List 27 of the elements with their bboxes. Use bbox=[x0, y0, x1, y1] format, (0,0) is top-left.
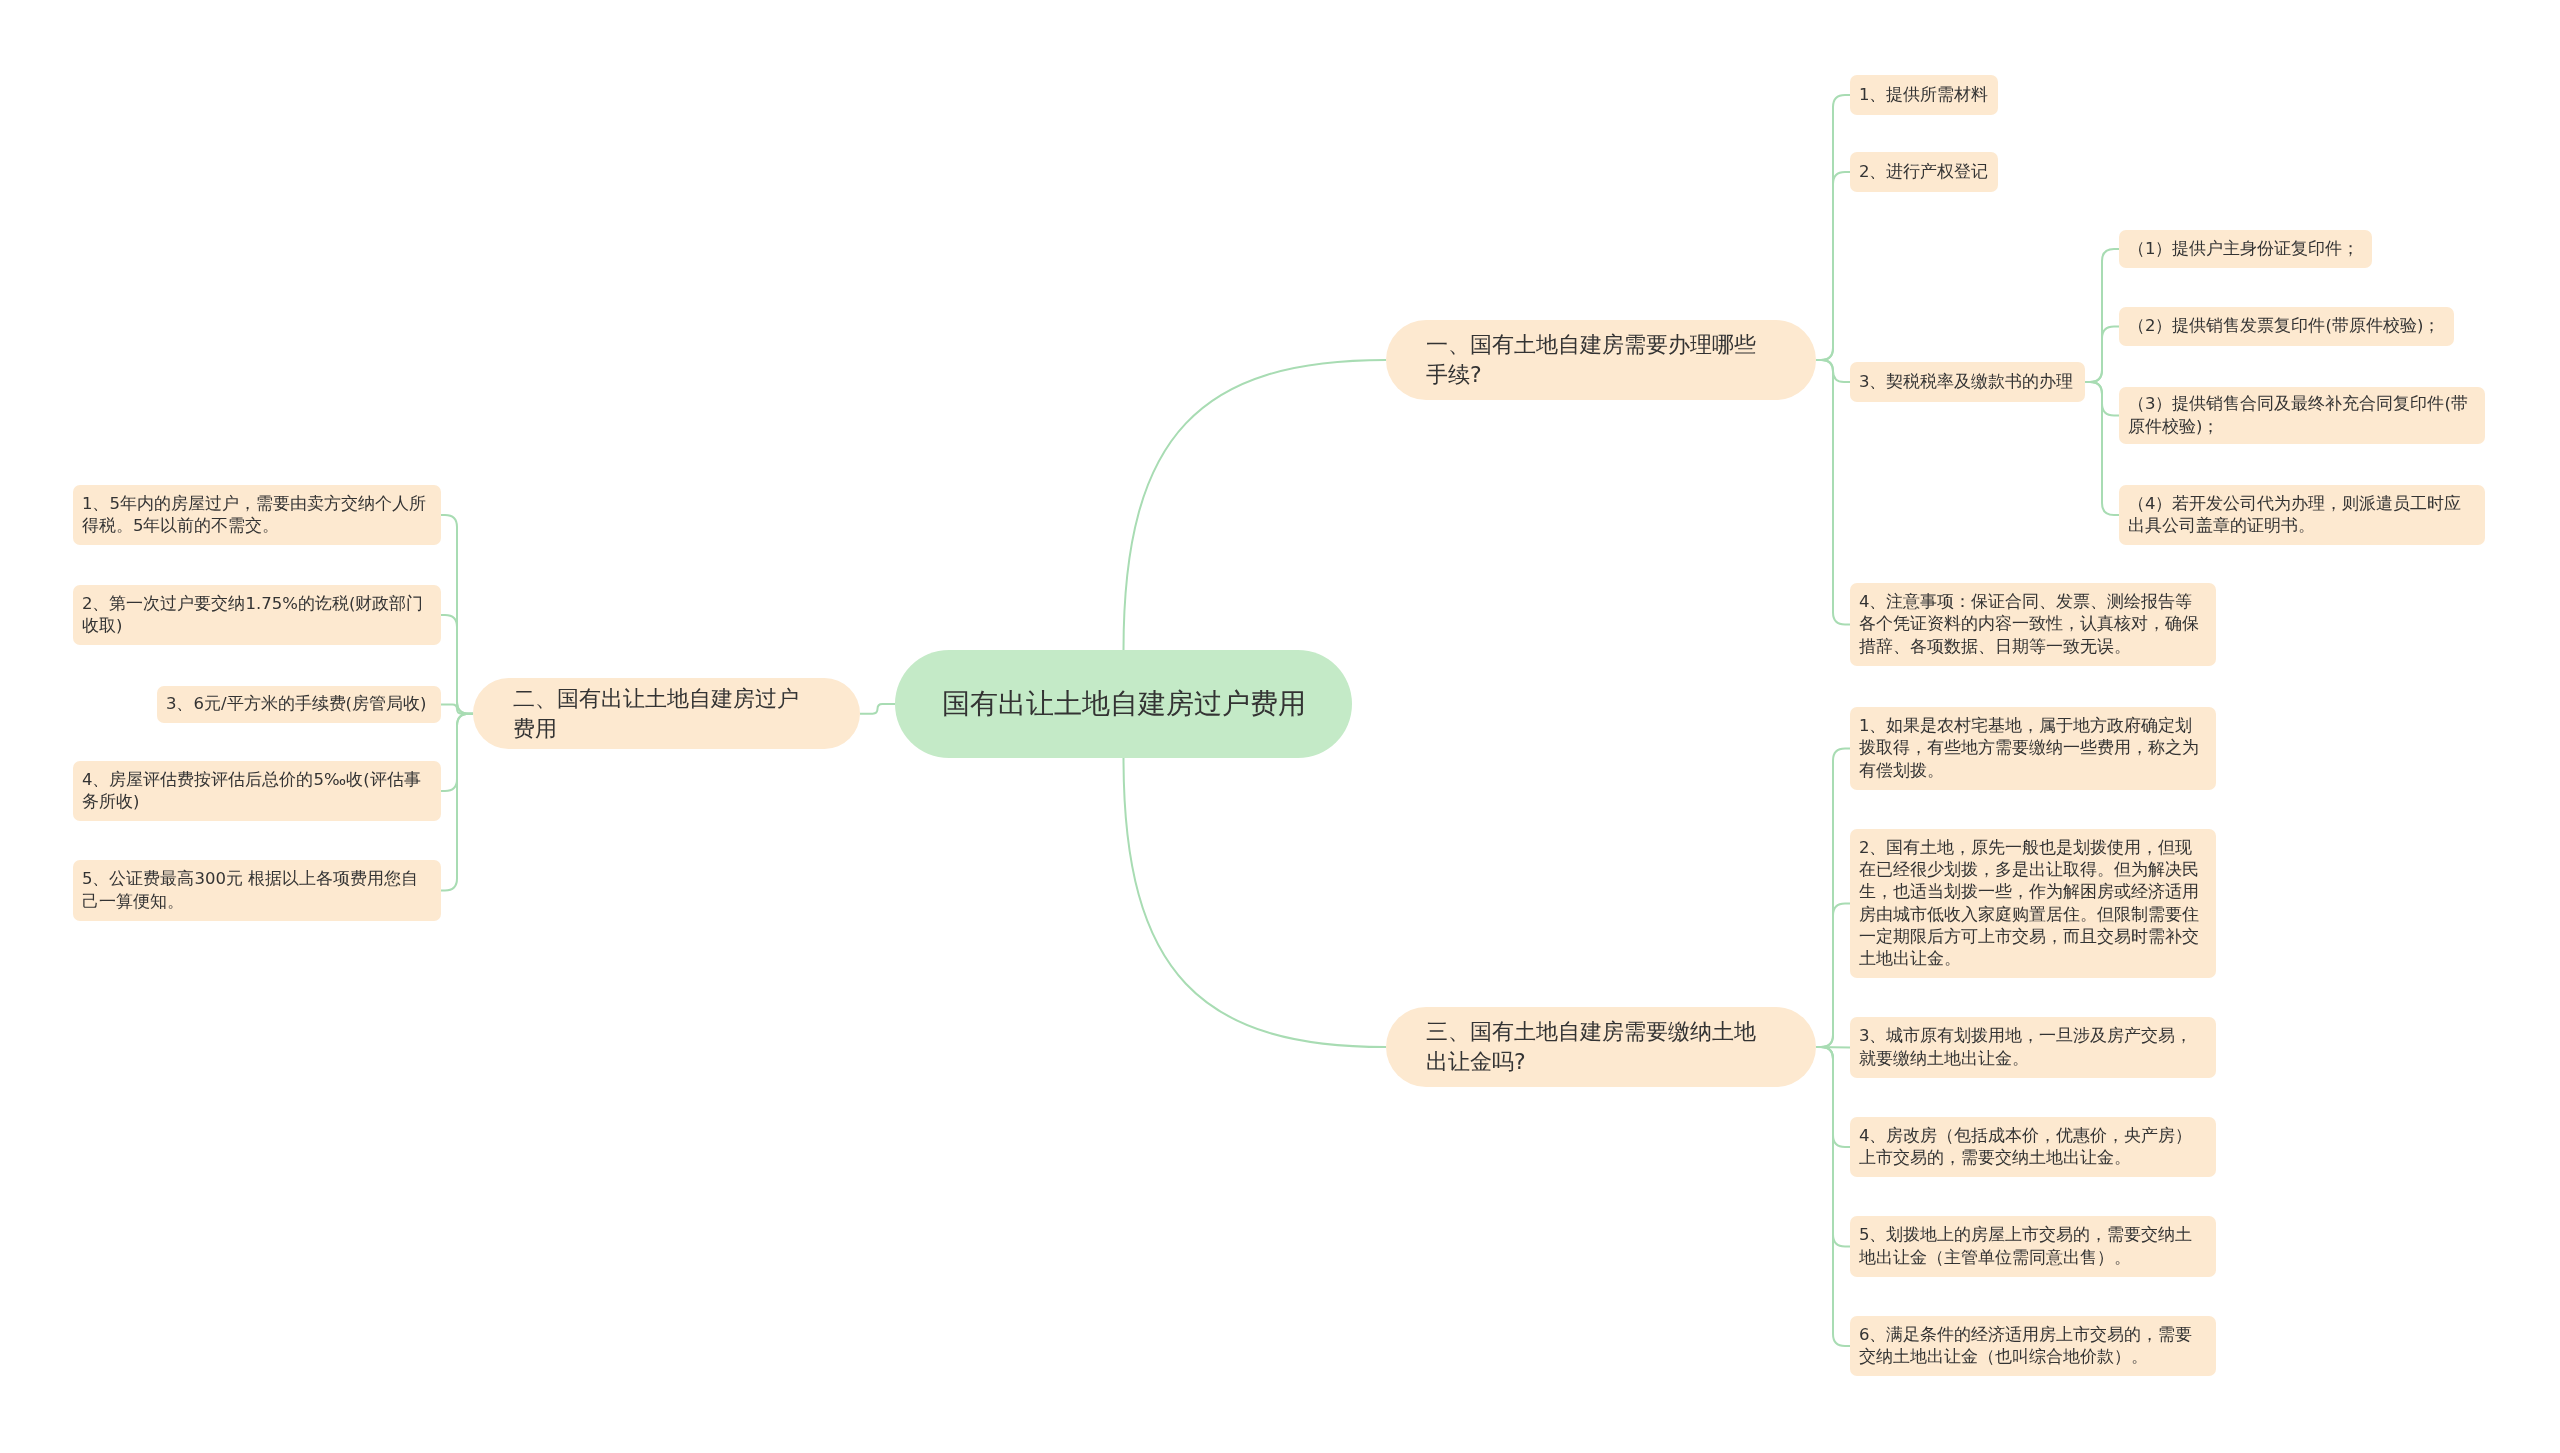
subtopic-box: 2、国有土地，原先一般也是划拨使用，但现在已经很少划拨，多是出让取得。但为解决民生，也适当划拨一些，作为解困房或经济适用房由城市低收入家庭购置居住。但限制需要住一定期限后方可上市交易，而且交易时需补交土地出让金。 bbox=[1850, 829, 2216, 978]
subtopic-box: 5、划拨地上的房屋上市交易的，需要交纳土地出让金（主管单位需同意出售）。 bbox=[1850, 1216, 2216, 1277]
subtopic-box: 1、5年内的房屋过户，需要由卖方交纳个人所得税。5年以前的不需交。 bbox=[73, 485, 441, 545]
subtopic-box: 1、提供所需材料 bbox=[1850, 75, 1998, 115]
subtopic-box: 2、进行产权登记 bbox=[1850, 152, 1998, 192]
subtopic-box: 2、第一次过户要交纳1.75%的讫税(财政部门收取) bbox=[73, 585, 441, 645]
subtopic-box: 5、公证费最高300元 根据以上各项费用您自己一算便知。 bbox=[73, 860, 441, 921]
subtopic-box: 3、城市原有划拨用地，一旦涉及房产交易，就要缴纳土地出让金。 bbox=[1850, 1017, 2216, 1078]
topic-box: 二、国有出让土地自建房过户费用 bbox=[473, 678, 860, 750]
subtopic-box: 3、契税税率及缴款书的办理 bbox=[1850, 362, 2085, 402]
subtopic-box: 4、注意事项：保证合同、发票、测绘报告等各个凭证资料的内容一致性，认真核对，确保措辞、各项数据、日期等一致无误。 bbox=[1850, 583, 2216, 666]
topic-box: 三、国有土地自建房需要缴纳土地出让金吗? bbox=[1386, 1007, 1816, 1087]
subtopic-box: （2）提供销售发票复印件(带原件校验)； bbox=[2119, 307, 2454, 346]
connector-line bbox=[859, 703, 896, 715]
subtopic-box: 4、房屋评估费按评估后总价的5‰收(评估事务所收) bbox=[73, 761, 441, 821]
connector-line bbox=[1815, 359, 1851, 626]
subtopic-box: （3）提供销售合同及最终补充合同复印件(带原件校验)； bbox=[2119, 387, 2485, 444]
topic-box: 一、国有土地自建房需要办理哪些手续? bbox=[1386, 320, 1816, 400]
subtopic-box: 1、如果是农村宅基地，属于地方政府确定划拨取得，有些地方需要缴纳一些费用，称之为有偿划拨。 bbox=[1850, 707, 2216, 790]
subtopic-box: 6、满足条件的经济适用房上市交易的，需要交纳土地出让金（也叫综合地价款）。 bbox=[1850, 1316, 2216, 1376]
subtopic-box: 4、房改房（包括成本价，优惠价，央产房）上市交易的，需要交纳土地出让金。 bbox=[1850, 1117, 2216, 1177]
central-topic: 国有出让土地自建房过户费用 bbox=[895, 650, 1352, 758]
subtopic-box: （1）提供户主身份证复印件； bbox=[2119, 230, 2372, 268]
connector-line bbox=[1122, 359, 1387, 651]
connector-line bbox=[1122, 757, 1387, 1048]
subtopic-box: （4）若开发公司代为办理，则派遣员工时应出具公司盖章的证明书。 bbox=[2119, 485, 2485, 545]
subtopic-box: 3、6元/平方米的手续费(房管局收) bbox=[157, 686, 441, 723]
